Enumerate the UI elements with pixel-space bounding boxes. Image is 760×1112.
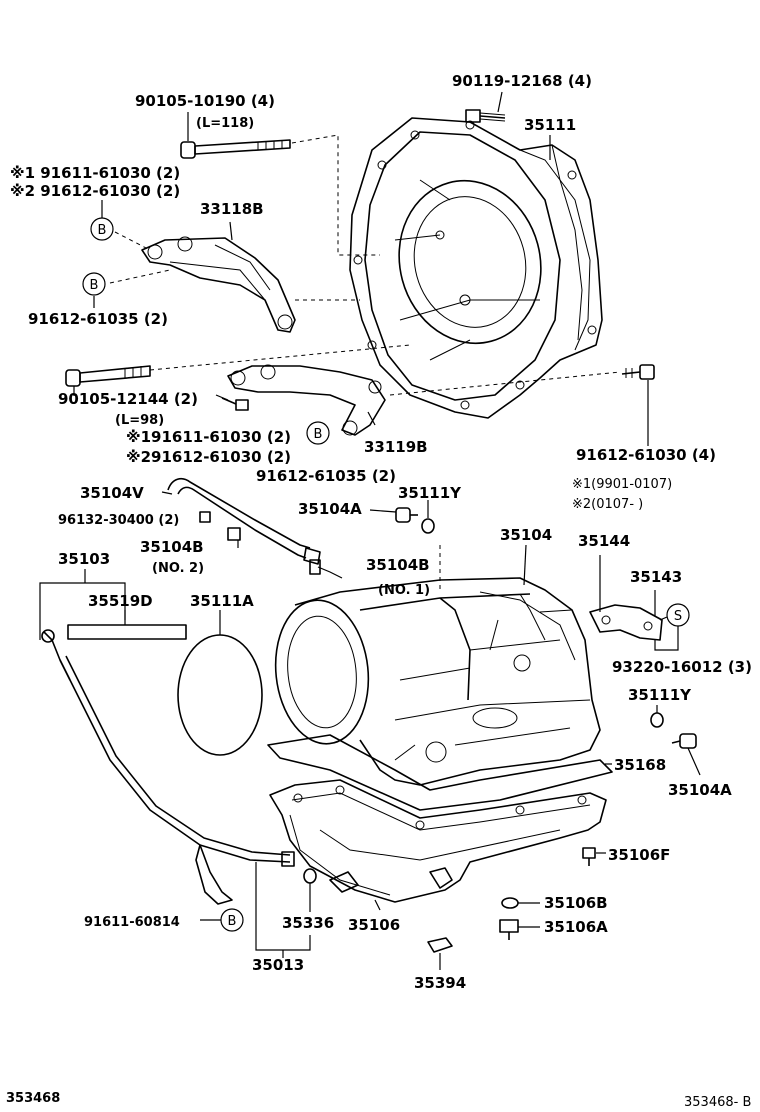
label-35336: 35336: [282, 914, 334, 932]
bolt-90105-12144: [65, 365, 151, 387]
breather-hose-35104v: [167, 477, 321, 565]
label-35168: 35168: [614, 756, 666, 774]
label-35104a-top: 35104A: [298, 500, 362, 518]
stud-91611-61030: [221, 397, 249, 411]
label-note-range-1: ※1(9901-0107): [572, 477, 672, 492]
label-35106f: 35106F: [608, 846, 670, 864]
bolt-91612-61030: [621, 364, 655, 380]
clip-96132-30400: [199, 511, 321, 575]
label-35013: 35013: [252, 956, 304, 974]
label-35104: 35104: [500, 526, 552, 544]
label-35104b-right: 35104B: [366, 556, 430, 574]
label-l118: (L=118): [196, 116, 254, 131]
magnet-35394: [427, 937, 453, 953]
transmission-case-35104: [274, 577, 601, 786]
plug-35104a-top: [395, 507, 418, 523]
plug-35104a-right: [671, 733, 697, 749]
diagram-id-right: 353468- B: [684, 1095, 751, 1110]
oring-35111a: [177, 634, 263, 756]
label-35519d: 35519D: [88, 592, 153, 610]
label-35111: 35111: [524, 116, 576, 134]
label-35104b-left: 35104B: [140, 538, 204, 556]
label-33119b: 33119B: [364, 438, 428, 456]
label-35103: 35103: [58, 550, 110, 568]
dipstick-35103: [41, 629, 295, 905]
bolt-35106f: [582, 847, 596, 866]
marker-b-1: B: [90, 217, 114, 241]
bell-housing-35111: [349, 117, 603, 419]
label-91612-61035-b: 91612-61035 (2): [256, 467, 396, 485]
label-note1-91611-b: ※191611-61030 (2): [126, 428, 291, 446]
label-note1-91611: ※1 91611-61030 (2): [10, 164, 180, 182]
label-35111y-top: 35111Y: [398, 484, 462, 502]
bracket-33118b: [141, 236, 296, 333]
label-no2: (NO. 2): [152, 561, 204, 576]
oring-35336: [303, 868, 317, 884]
svg-text:B: B: [228, 914, 237, 929]
label-91611-60814: 91611-60814: [84, 915, 180, 930]
label-96132-30400: 96132-30400 (2): [58, 513, 179, 528]
label-93220-16012: 93220-16012 (3): [612, 658, 752, 676]
marker-s: S: [666, 603, 690, 627]
label-90105-10190: 90105-10190 (4): [135, 92, 275, 110]
label-35106a: 35106A: [544, 918, 608, 936]
svg-text:B: B: [98, 223, 107, 238]
label-35143: 35143: [630, 568, 682, 586]
svg-text:S: S: [674, 609, 682, 624]
svg-text:B: B: [90, 278, 99, 293]
marker-b-4: B: [220, 908, 244, 932]
oring-35111y-right: [650, 712, 664, 728]
label-35144: 35144: [578, 532, 630, 550]
marker-b-3: B: [306, 421, 330, 445]
marker-b-2: B: [82, 272, 106, 296]
label-91612-61035-a: 91612-61035 (2): [28, 310, 168, 328]
label-91612-61030-4: 91612-61030 (4): [576, 446, 716, 464]
bracket-35144: [589, 604, 663, 641]
bolt-90105-10190: [180, 139, 291, 159]
tube-35519d: [67, 624, 187, 640]
label-no1: (NO. 1): [378, 583, 430, 598]
label-35104a-right: 35104A: [668, 781, 732, 799]
drain-plug-35106a: [499, 919, 519, 940]
label-90119-12168: 90119-12168 (4): [452, 72, 592, 90]
washer-35106b: [501, 897, 519, 909]
svg-text:B: B: [314, 427, 323, 442]
gasket-35168: [267, 734, 613, 811]
oil-pan-35106: [269, 779, 607, 903]
label-note2-91612: ※2 91612-61030 (2): [10, 182, 180, 200]
label-35104v: 35104V: [80, 484, 144, 502]
label-35106b: 35106B: [544, 894, 608, 912]
label-35394: 35394: [414, 974, 466, 992]
label-90105-12144: 90105-12144 (2): [58, 390, 198, 408]
label-note-range-2: ※2(0107- ): [572, 497, 643, 512]
diagram-id-left: 353468: [6, 1091, 60, 1106]
label-35111a: 35111A: [190, 592, 254, 610]
bolt-90119-12168: [465, 109, 506, 123]
oring-35111y-top: [421, 518, 435, 534]
label-35111y-right: 35111Y: [628, 686, 692, 704]
label-35106: 35106: [348, 916, 400, 934]
bracket-33119b: [227, 364, 386, 436]
label-33118b: 33118B: [200, 200, 264, 218]
label-l98: (L=98): [115, 413, 164, 428]
label-note2-91612-b: ※291612-61030 (2): [126, 448, 291, 466]
